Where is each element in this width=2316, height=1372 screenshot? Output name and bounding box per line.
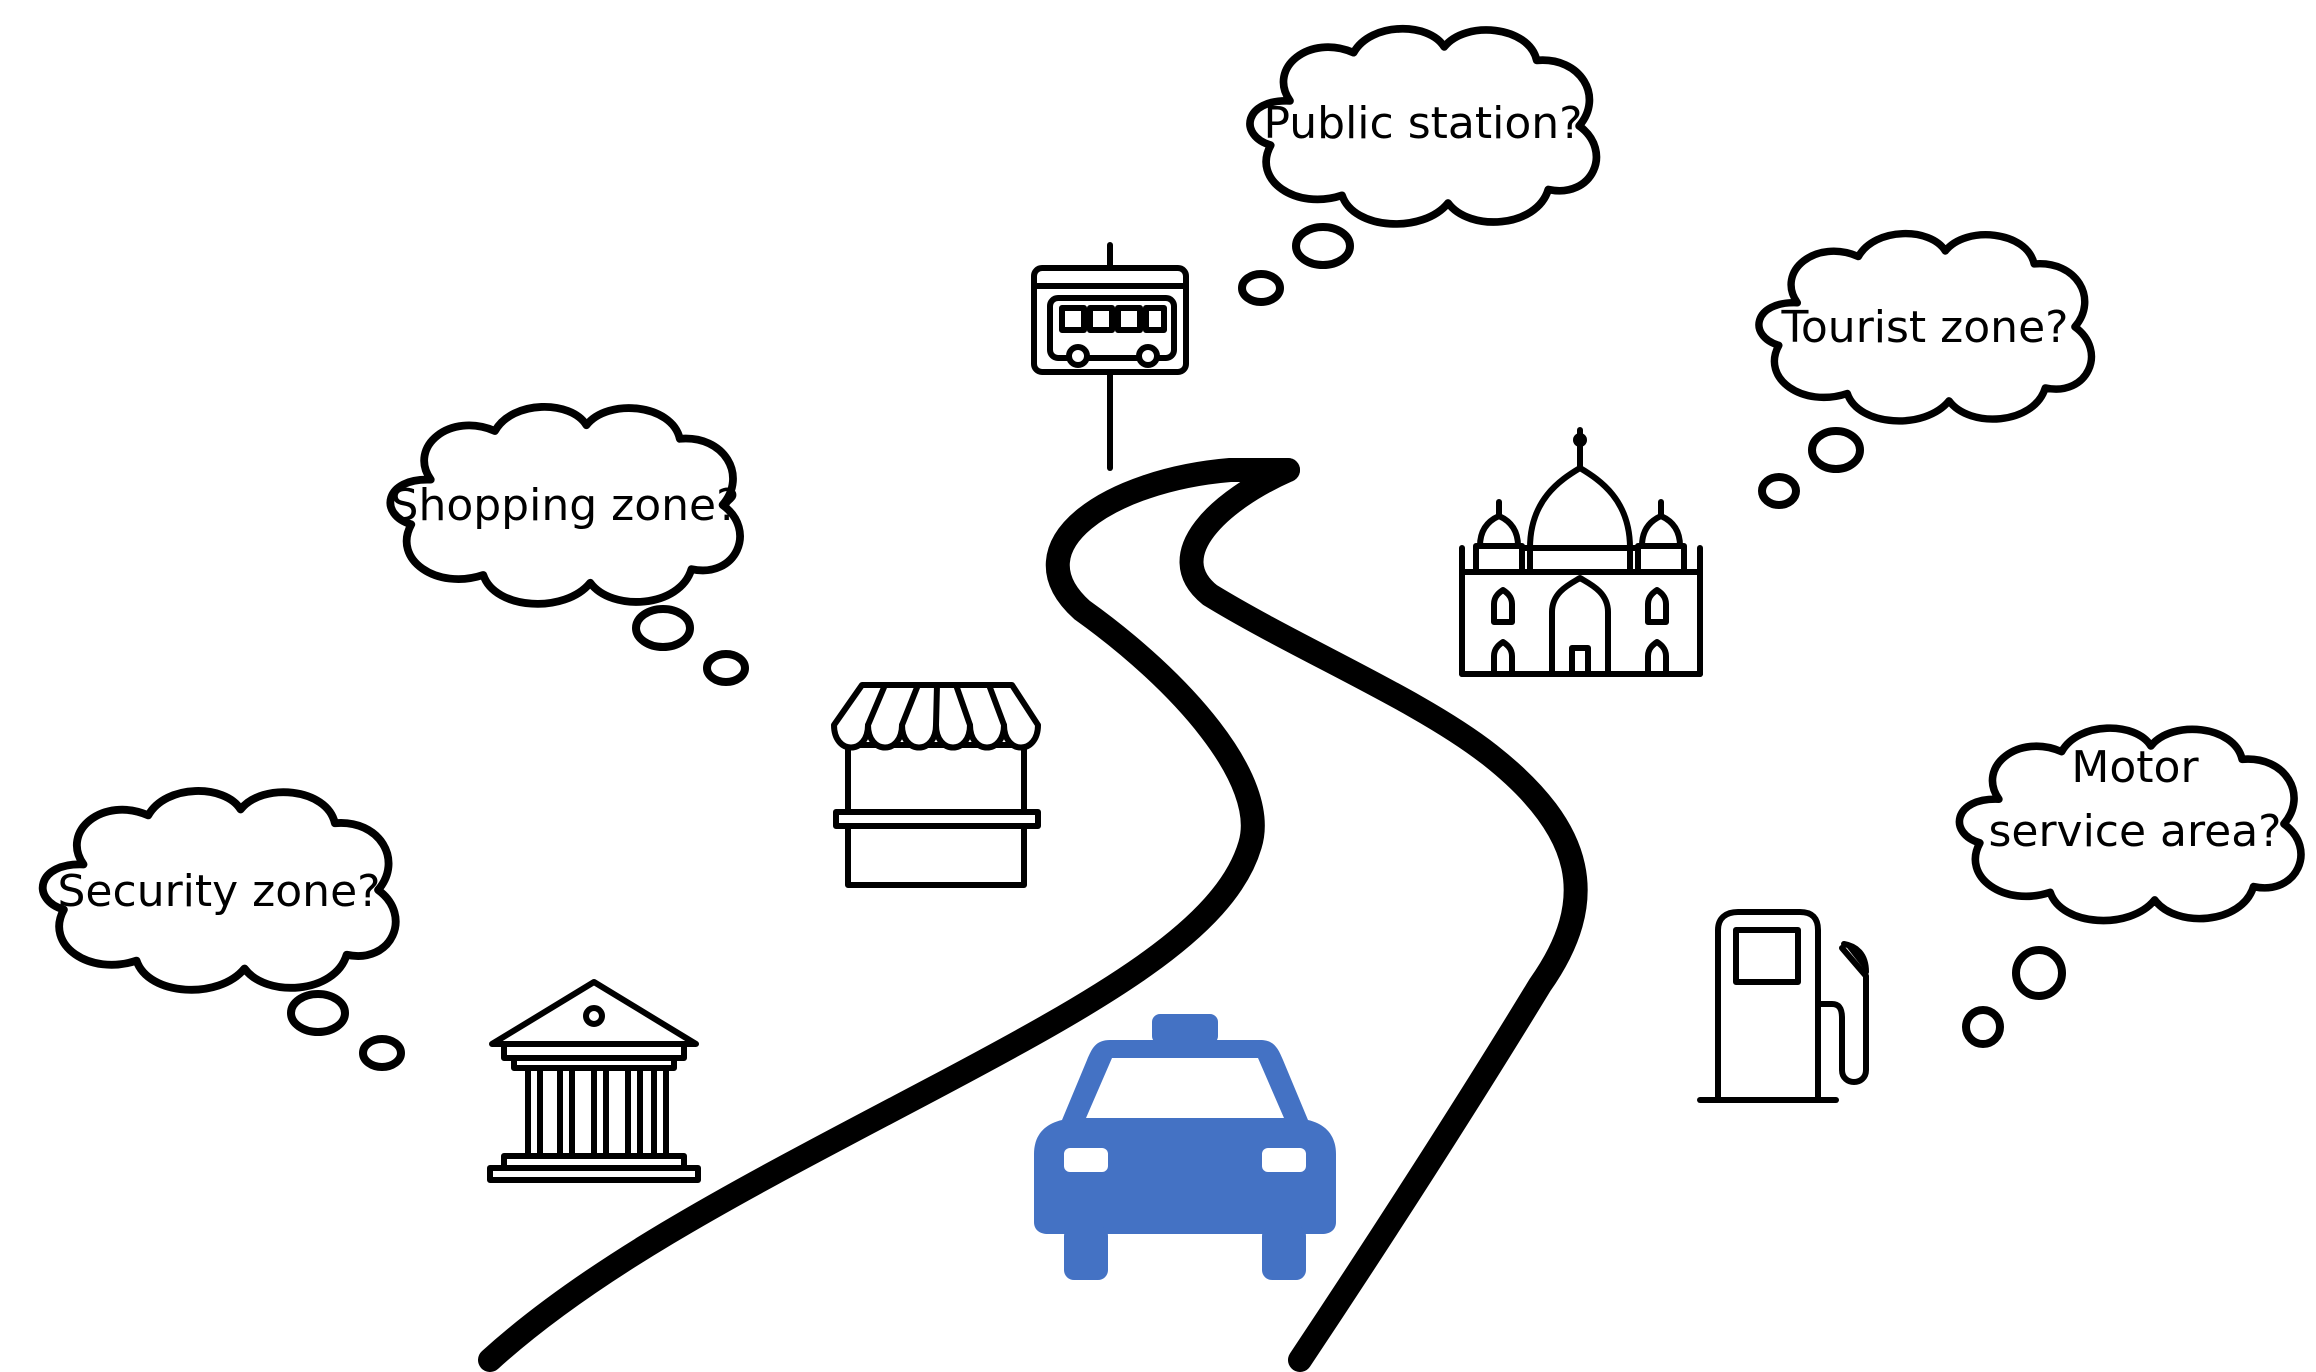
thought-dot-large — [2012, 946, 2066, 1000]
taxi-roof-sign — [1152, 1014, 1218, 1044]
mosque-icon — [1459, 427, 1703, 677]
bubble-text-tourist-zone: Tourist zone? — [1780, 302, 2068, 353]
bubble-text-motor-service-line1: Motor — [2071, 742, 2199, 793]
fuel-pump-icon — [1697, 909, 1869, 1103]
road-left-edge — [478, 458, 1300, 1372]
thought-bubble-security-zone: Security zone? — [43, 791, 405, 1071]
bubble-text-motor-service-line2: service area? — [1988, 806, 2281, 857]
thought-bubble-tourist-zone: Tourist zone? — [1758, 234, 2092, 509]
taxi-body — [1034, 1040, 1336, 1234]
taxi-headlight-right — [1262, 1148, 1306, 1172]
thought-dot-large — [632, 605, 694, 651]
thought-bubble-shopping-zone: Shopping zone? — [390, 407, 749, 686]
taxi-headlight-left — [1064, 1148, 1108, 1172]
thought-dot-large — [287, 990, 349, 1036]
thought-dot-large — [1292, 223, 1354, 269]
bubble-text-public-station: Public station? — [1264, 98, 1583, 149]
taxi-icon — [1034, 1014, 1336, 1280]
thought-dot-small — [1962, 1006, 2004, 1048]
thought-dot-small — [703, 650, 749, 686]
thought-dot-large — [1808, 427, 1864, 473]
bubble-text-shopping-zone: Shopping zone? — [391, 480, 740, 531]
market-stall-icon — [831, 682, 1041, 888]
bank-icon — [487, 979, 701, 1183]
road — [478, 458, 1588, 1372]
road-right-edge — [1179, 458, 1588, 1372]
thought-bubble-public-station: Public station? — [1238, 29, 1596, 306]
thought-dot-small — [359, 1035, 405, 1071]
bus-stop-icon — [1031, 242, 1189, 471]
thought-bubble-motor-service-area: Motor service area? — [1959, 728, 2300, 1048]
taxi-wheel-left — [1064, 1226, 1108, 1280]
taxi-wheel-right — [1262, 1226, 1306, 1280]
thought-dot-small — [1238, 270, 1284, 306]
thought-dot-small — [1758, 473, 1800, 509]
bubble-text-security-zone: Security zone? — [58, 866, 381, 917]
